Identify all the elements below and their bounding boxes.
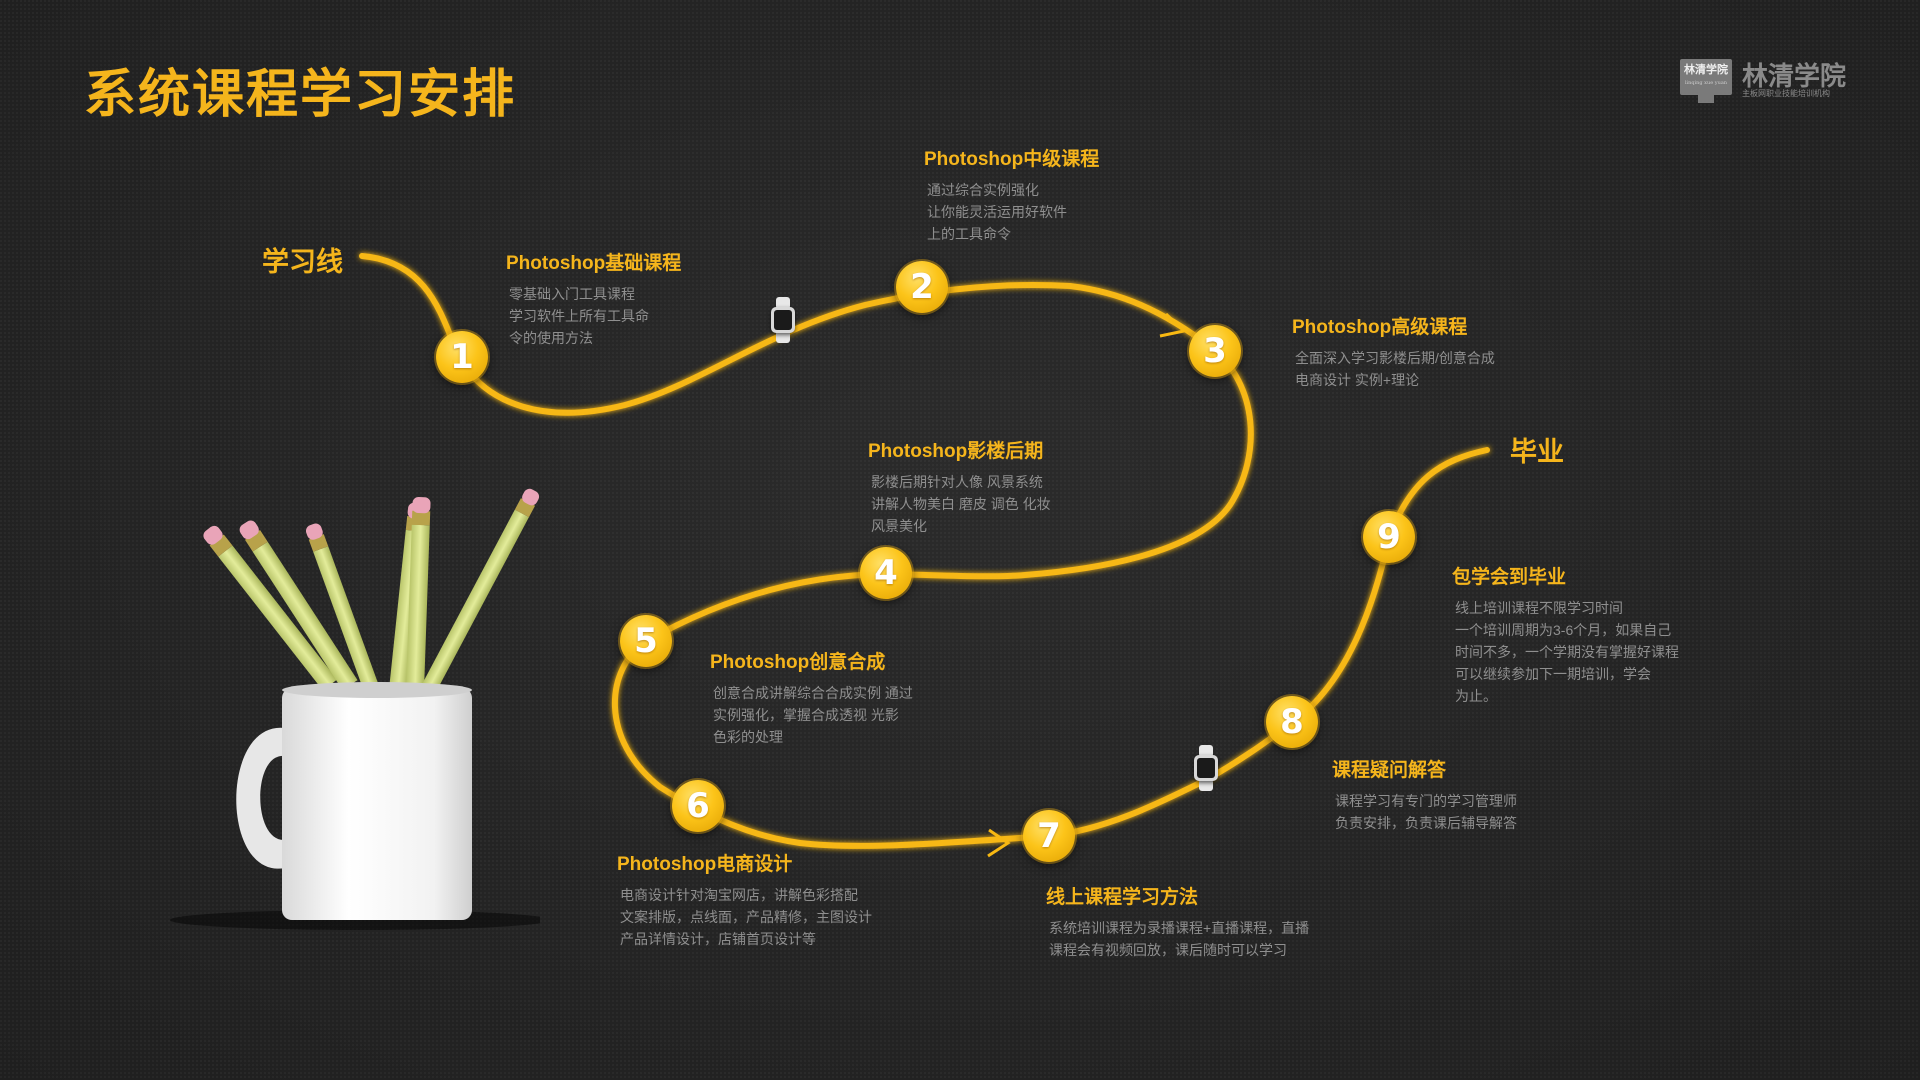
logo-mark-small-text: linqing xue yuan bbox=[1684, 80, 1728, 86]
step-desc-line: 令的使用方法 bbox=[509, 330, 593, 346]
logo-mark-icon: 林清学院 linqing xue yuan bbox=[1680, 59, 1732, 103]
step-desc-line: 全面深入学习影楼后期/创意合成 bbox=[1295, 350, 1495, 366]
logo-mark-text: 林清学院 bbox=[1684, 63, 1728, 76]
step-info-2: Photoshop中级课程 通过综合实例强化 让你能灵活运用好软件 上的工具命令 bbox=[924, 144, 1244, 245]
step-title: Photoshop影楼后期 bbox=[868, 441, 1044, 462]
step-desc-line: 实例强化，掌握合成透视 光影 bbox=[713, 707, 899, 723]
pencil-icon bbox=[203, 488, 540, 694]
step-desc-line: 电商设计针对淘宝网店，讲解色彩搭配 bbox=[620, 887, 858, 903]
step-desc-line: 色彩的处理 bbox=[713, 729, 783, 745]
step-desc-line: 课程会有视频回放，课后随时可以学习 bbox=[1049, 942, 1287, 958]
step-info-1: Photoshop基础课程 零基础入门工具课程 学习软件上所有工具命 令的使用方… bbox=[506, 248, 826, 349]
logo-subtitle: 主板网职业技能培训机构 bbox=[1742, 89, 1830, 98]
step-info-4: Photoshop影楼后期 影楼后期针对人像 风景系统 讲解人物美白 磨皮 调色… bbox=[868, 436, 1188, 537]
step-desc-line: 创意合成讲解综合合成实例 通过 bbox=[713, 685, 913, 701]
mug-body bbox=[282, 688, 472, 920]
path-start-label: 学习线 bbox=[262, 247, 343, 277]
step-desc-line: 通过综合实例强化 bbox=[927, 182, 1039, 198]
pencil-mug-illustration bbox=[170, 488, 540, 930]
arrow-to-3-icon bbox=[1159, 312, 1188, 338]
step-desc-line: 零基础入门工具课程 bbox=[509, 286, 635, 302]
step-desc-line: 文案排版，点线面，产品精修，主图设计 bbox=[620, 909, 872, 925]
step-desc-line: 一个培训周期为3-6个月，如果自己 bbox=[1455, 622, 1672, 638]
step-info-3: Photoshop高级课程 全面深入学习影楼后期/创意合成 电商设计 实例+理论 bbox=[1292, 312, 1612, 391]
step-title: Photoshop电商设计 bbox=[617, 854, 793, 875]
step-title: Photoshop创意合成 bbox=[710, 652, 886, 673]
step-desc-line: 可以继续参加下一期培训，学会 bbox=[1455, 666, 1651, 682]
step-desc-line: 系统培训课程为录播课程+直播课程，直播 bbox=[1049, 920, 1310, 936]
step-node-3: 3 bbox=[1189, 325, 1241, 377]
step-desc-line: 风景美化 bbox=[871, 518, 927, 534]
step-info-6: Photoshop电商设计 电商设计针对淘宝网店，讲解色彩搭配 文案排版，点线面… bbox=[617, 849, 937, 950]
step-info-8: 课程疑问解答 课程学习有专门的学习管理师 负责安排，负责课后辅导解答 bbox=[1332, 755, 1652, 834]
step-info-5: Photoshop创意合成 创意合成讲解综合合成实例 通过 实例强化，掌握合成透… bbox=[710, 647, 1030, 748]
step-info-9: 包学会到毕业 线上培训课程不限学习时间 一个培训周期为3-6个月，如果自己 时间… bbox=[1452, 562, 1772, 707]
step-title: Photoshop中级课程 bbox=[924, 149, 1100, 170]
smartwatch-icon bbox=[1194, 745, 1218, 791]
step-node-9: 9 bbox=[1363, 511, 1415, 563]
step-info-7: 线上课程学习方法 系统培训课程为录播课程+直播课程，直播 课程会有视频回放，课后… bbox=[1046, 882, 1366, 961]
smartwatch-icon bbox=[771, 297, 795, 343]
step-desc-line: 为止。 bbox=[1455, 688, 1497, 704]
step-desc-line: 负责安排，负责课后辅导解答 bbox=[1335, 815, 1517, 831]
step-desc-line: 讲解人物美白 磨皮 调色 化妆 bbox=[871, 496, 1051, 512]
step-desc-line: 产品详情设计，店铺首页设计等 bbox=[620, 931, 816, 947]
step-desc-line: 影楼后期针对人像 风景系统 bbox=[871, 474, 1043, 490]
step-title: Photoshop高级课程 bbox=[1292, 317, 1468, 338]
step-desc-line: 课程学习有专门的学习管理师 bbox=[1335, 793, 1517, 809]
arrow-to-7-icon bbox=[987, 828, 1011, 858]
step-desc-line: 电商设计 实例+理论 bbox=[1295, 372, 1420, 388]
step-desc-line: 时间不多，一个学期没有掌握好课程 bbox=[1455, 644, 1679, 660]
step-node-2: 2 bbox=[896, 261, 948, 313]
step-node-5: 5 bbox=[620, 615, 672, 667]
step-desc-line: 让你能灵活运用好软件 bbox=[927, 204, 1067, 220]
step-node-7: 7 bbox=[1023, 810, 1075, 862]
logo-name: 林清学院 bbox=[1742, 61, 1847, 91]
page-title: 系统课程学习安排 bbox=[84, 66, 517, 124]
step-node-6: 6 bbox=[672, 780, 724, 832]
brand-logo: 林清学院 linqing xue yuan 林清学院 主板网职业技能培训机构 bbox=[1680, 56, 1855, 104]
step-title: Photoshop基础课程 bbox=[506, 253, 682, 274]
mug-handle bbox=[236, 727, 285, 869]
step-title: 包学会到毕业 bbox=[1452, 567, 1567, 588]
step-node-4: 4 bbox=[860, 547, 912, 599]
step-desc-line: 上的工具命令 bbox=[927, 226, 1011, 242]
step-node-8: 8 bbox=[1266, 696, 1318, 748]
step-title: 课程疑问解答 bbox=[1332, 760, 1447, 781]
step-desc-line: 学习软件上所有工具命 bbox=[509, 308, 649, 324]
step-node-1: 1 bbox=[436, 331, 488, 383]
step-title: 线上课程学习方法 bbox=[1046, 887, 1199, 908]
step-desc-line: 线上培训课程不限学习时间 bbox=[1455, 600, 1623, 616]
path-end-label: 毕业 bbox=[1510, 437, 1564, 467]
